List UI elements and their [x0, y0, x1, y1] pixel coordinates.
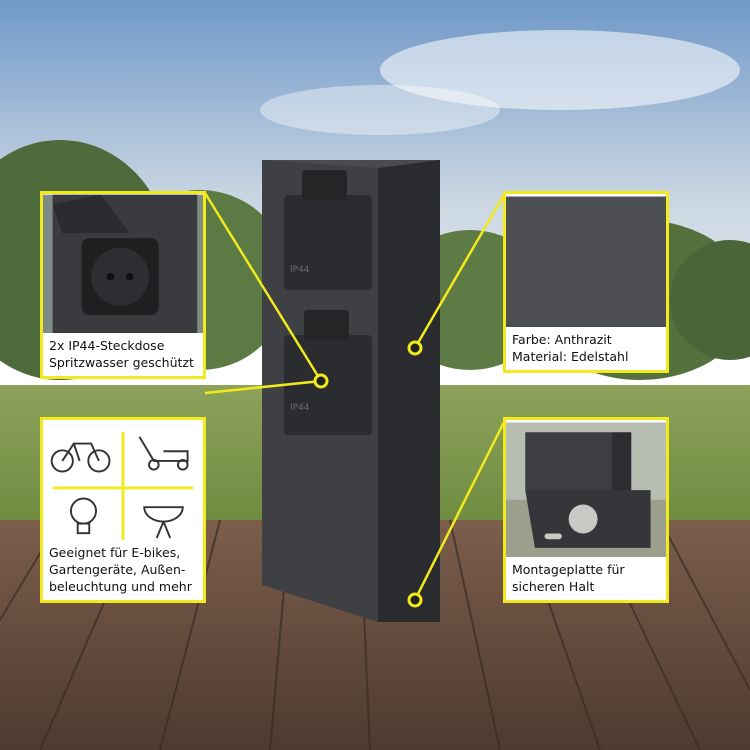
callout-material: Farbe: Anthrazit Material: Edelstahl [503, 191, 669, 373]
mounting-line1: Montageplatte für [512, 562, 625, 577]
svg-text:IP44: IP44 [290, 403, 310, 413]
material-line2: Material: Edelstahl [512, 349, 629, 364]
callout-lines [203, 192, 507, 601]
light-bulb-icon [69, 497, 97, 535]
mounting-line2: sicheren Halt [512, 579, 595, 594]
sockets-line2: Spritzwasser geschützt [49, 355, 194, 370]
callout-usage: Geeignet für E-bikes, Gartengeräte, Auße… [40, 417, 206, 603]
usage-icons [43, 422, 203, 548]
callout-mounting: Montageplatte für sicheren Halt [503, 417, 669, 603]
usage-line2: Gartengeräte, Außen- [49, 562, 186, 577]
lawn-mower-icon [138, 436, 189, 471]
sockets-line1: 2x IP44-Steckdose [49, 338, 165, 353]
grill-icon [143, 506, 184, 539]
socket-closeup-image [43, 194, 203, 340]
usage-line3: beleuchtung und mehr [49, 579, 192, 594]
surface-texture-image [506, 196, 666, 332]
socket-column: IP44 IP44 [262, 160, 440, 622]
callout-sockets: 2x IP44-Steckdose Spritzwasser geschützt [40, 191, 206, 379]
e-bike-icon [50, 442, 111, 473]
svg-text:IP44: IP44 [290, 265, 310, 275]
usage-line1: Geeignet für E-bikes, [49, 545, 181, 560]
mounting-plate-image [506, 422, 666, 563]
material-line1: Farbe: Anthrazit [512, 332, 612, 347]
